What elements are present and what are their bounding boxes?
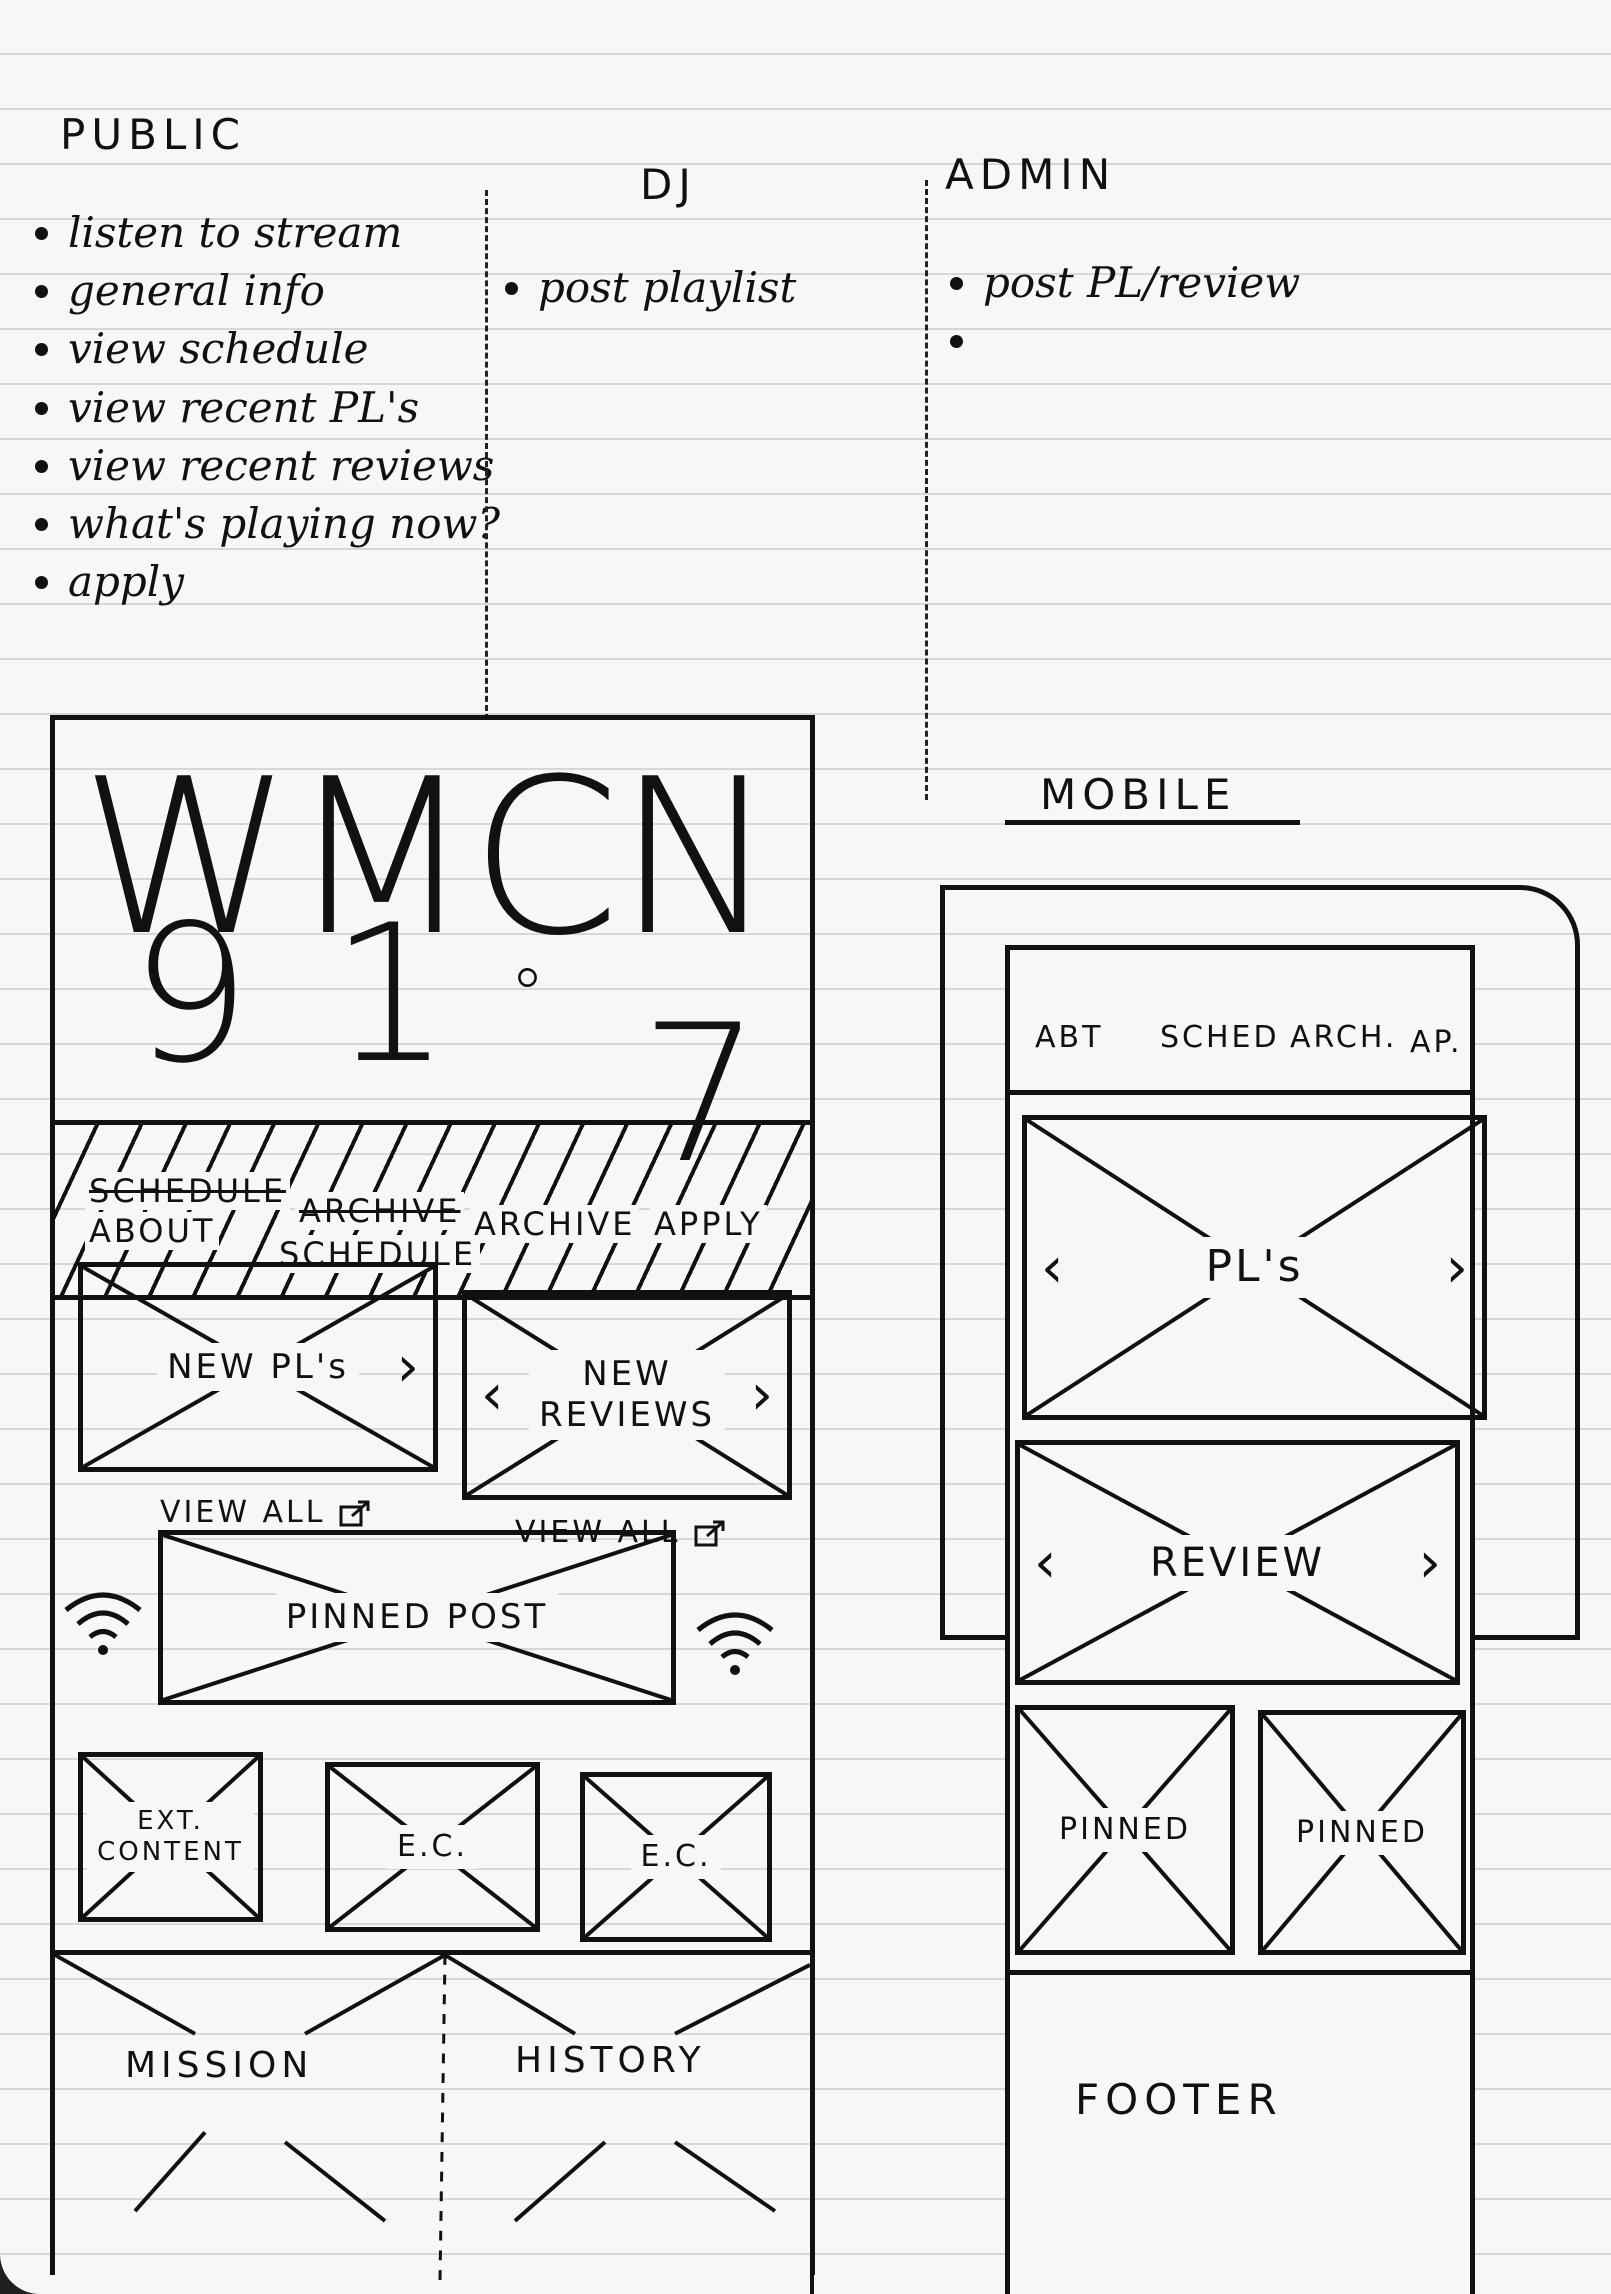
list-item: view schedule	[68, 326, 500, 372]
public-column-title: PUBLIC	[60, 110, 246, 159]
external-content-card[interactable]: EXT.CONTENT	[78, 1752, 263, 1922]
column-divider	[925, 180, 928, 800]
external-content-card[interactable]: E.C.	[325, 1762, 540, 1932]
dj-column-title: DJ	[640, 160, 697, 209]
list-item: what's playing now?	[68, 500, 500, 547]
view-all-label: VIEW ALL	[160, 1495, 326, 1530]
mobile-pinned-label: PINNED	[1049, 1808, 1201, 1852]
mobile-playlists-label: PL's	[1195, 1237, 1314, 1298]
external-content-label-line2: CONTENT	[97, 1837, 244, 1867]
station-logo-digit: 9	[130, 884, 251, 1105]
placeholder-cross	[55, 1955, 810, 2280]
list-item	[983, 318, 1300, 364]
nav-item-crossed-archive: ARCHIVE	[295, 1192, 465, 1230]
nav-item-crossed-schedule: SCHEDULE	[85, 1172, 291, 1210]
mobile-screen	[1005, 945, 1475, 2294]
external-content-label-line1: EXT.	[137, 1805, 204, 1836]
chevron-right-icon[interactable]: ›	[750, 1362, 773, 1428]
column-divider	[485, 190, 488, 720]
about-section: MISSION HISTORY	[55, 1950, 810, 2280]
mobile-nav-item-apply[interactable]: AP.	[1410, 1025, 1463, 1060]
list-item: post PL/review	[983, 259, 1300, 306]
station-logo-wordmark: WMCN	[80, 732, 777, 983]
chevron-left-icon[interactable]: ‹	[481, 1362, 504, 1428]
mobile-nav-item-schedule[interactable]: SCHED	[1160, 1020, 1280, 1055]
new-reviews-label-line2: REVIEWS	[538, 1395, 716, 1435]
external-content-card[interactable]: E.C.	[580, 1772, 772, 1942]
new-reviews-label-line1: NEW	[582, 1354, 672, 1395]
wifi-icon[interactable]	[690, 1600, 780, 1680]
mobile-title-underline	[1005, 820, 1300, 825]
wifi-icon[interactable]	[58, 1580, 148, 1660]
external-link-icon	[339, 1500, 370, 1526]
mobile-nav-item-archive[interactable]: ARCH.	[1290, 1020, 1398, 1055]
station-logo-digit: 1	[330, 884, 451, 1105]
list-item: post playlist	[538, 264, 796, 311]
mobile-review-label: REVIEW	[1139, 1534, 1336, 1591]
mobile-footer-divider	[1005, 1970, 1475, 1975]
public-features-list: listen to stream general info view sched…	[40, 209, 500, 617]
mobile-section-title: MOBILE	[1040, 770, 1237, 819]
chevron-left-icon[interactable]: ‹	[1041, 1235, 1064, 1300]
mobile-pinned-card[interactable]: PINNED	[1015, 1705, 1235, 1955]
mobile-footer-label: FOOTER	[1075, 2075, 1283, 2124]
list-item: general info	[68, 267, 500, 314]
chevron-left-icon[interactable]: ‹	[1034, 1530, 1057, 1595]
dj-features-list: post playlist	[510, 264, 796, 323]
list-item: view recent PL's	[68, 384, 500, 431]
chevron-right-icon[interactable]: ›	[1418, 1530, 1441, 1595]
mobile-pinned-label: PINNED	[1286, 1810, 1438, 1855]
mobile-nav-item-about[interactable]: ABT	[1035, 1020, 1104, 1055]
list-item: apply	[68, 558, 500, 605]
view-all-playlists-link[interactable]: VIEW ALL	[160, 1495, 372, 1530]
list-item: view recent reviews	[68, 442, 500, 489]
nav-item-apply[interactable]: APPLY	[650, 1205, 767, 1243]
new-playlists-label: NEW PL's	[157, 1342, 359, 1392]
station-logo-dot: °	[510, 954, 545, 1036]
desktop-page-edge	[810, 775, 814, 2294]
nav-item-archive[interactable]: ARCHIVE	[470, 1205, 640, 1243]
mobile-review-card[interactable]: REVIEW ‹ ›	[1015, 1440, 1460, 1685]
new-playlists-card[interactable]: NEW PL's ›	[78, 1262, 438, 1472]
mobile-nav-divider	[1005, 1090, 1475, 1095]
mobile-playlists-card[interactable]: PL's ‹ ›	[1022, 1115, 1487, 1420]
admin-features-list: post PL/review	[955, 259, 1300, 376]
external-content-label: E.C.	[387, 1825, 478, 1869]
history-section-label[interactable]: HISTORY	[515, 2040, 706, 2081]
pinned-post-card[interactable]: PINNED POST	[158, 1530, 676, 1705]
admin-column-title: ADMIN	[945, 150, 1117, 199]
mobile-pinned-card[interactable]: PINNED	[1258, 1710, 1466, 1955]
external-content-label: E.C.	[630, 1835, 722, 1879]
chevron-right-icon[interactable]: ›	[1445, 1235, 1468, 1300]
nav-item-about[interactable]: ABOUT	[85, 1212, 220, 1250]
list-item: listen to stream	[68, 209, 500, 256]
external-link-icon	[694, 1520, 725, 1546]
mission-section-label[interactable]: MISSION	[125, 2045, 314, 2086]
pinned-post-label: PINNED POST	[275, 1593, 559, 1642]
chevron-right-icon[interactable]: ›	[396, 1334, 419, 1400]
